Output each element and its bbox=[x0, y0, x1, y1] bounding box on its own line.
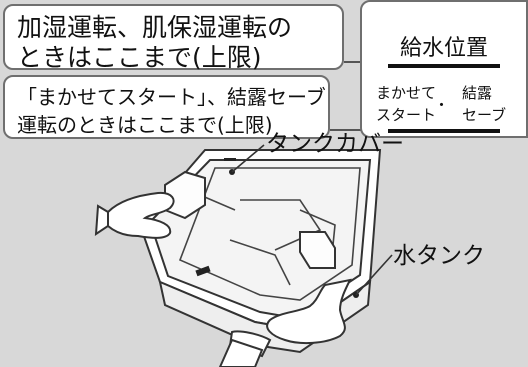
callout-auto-start-line1: 「まかせてスタート」、結露セーブ bbox=[17, 85, 326, 109]
callout-humidify-line2: ときはここまで(上限) bbox=[17, 43, 262, 72]
upper-limit-line-humidify bbox=[388, 64, 500, 68]
callout-upper-limit-auto-start: 「まかせてスタート」、結露セーブ 運転のときはここまで(上限) bbox=[3, 75, 330, 139]
mark-right-line2: セーブ bbox=[462, 106, 507, 124]
tank-cover-leader bbox=[231, 144, 265, 173]
water-level-panel: 給水位置 まかせて スタート ・ 結露 セーブ bbox=[360, 0, 528, 138]
label-tank-cover: タンクカバー bbox=[266, 131, 404, 157]
upper-limit-line-auto-start bbox=[388, 129, 500, 133]
callout-upper-limit-humidify: 加湿運転、肌保湿運転の ときはここまで(上限) bbox=[3, 4, 344, 72]
water-level-title: 給水位置 bbox=[399, 36, 488, 61]
left-hand bbox=[94, 191, 175, 239]
callout-humidify-line1: 加湿運転、肌保湿運転の bbox=[17, 13, 293, 42]
mark-left-line1: まかせて bbox=[376, 84, 437, 102]
mark-left-line2: スタート bbox=[376, 106, 437, 124]
label-water-tank: 水タンク bbox=[393, 243, 485, 269]
callout-auto-start-line2: 運転のときはここまで(上限) bbox=[17, 113, 273, 137]
mark-right-line1: 結露 bbox=[462, 84, 493, 102]
mark-separator: ・ bbox=[434, 96, 450, 114]
water-tank-leader bbox=[355, 254, 393, 296]
